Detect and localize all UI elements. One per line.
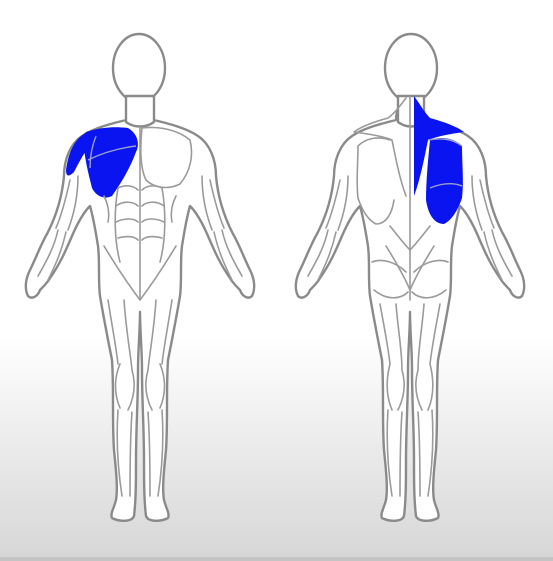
front-highlight-detail <box>87 135 137 169</box>
back-latissimus-highlight <box>426 138 463 224</box>
back-left-lat <box>356 137 395 225</box>
front-neck <box>124 94 156 128</box>
front-abs <box>114 185 166 263</box>
back-glutes <box>371 259 449 299</box>
bottom-bar <box>0 557 553 561</box>
back-left-trapezius <box>353 97 407 197</box>
front-deltoid-highlight <box>66 133 92 176</box>
back-lower-back <box>385 225 435 291</box>
front-right-pectoral <box>140 126 193 189</box>
front-arm-detail <box>37 175 243 281</box>
back-highlight-detail <box>427 138 463 189</box>
front-pectoral-highlight <box>84 127 138 198</box>
front-leg-detail <box>107 299 173 497</box>
back-body-outline <box>294 100 526 522</box>
back-body <box>294 32 526 522</box>
front-head <box>111 32 167 104</box>
back-leg-detail <box>379 303 441 497</box>
front-body-outline <box>24 100 256 522</box>
front-body <box>24 32 256 522</box>
back-head <box>383 32 439 104</box>
back-trapezius-highlight <box>414 96 464 196</box>
front-serratus <box>103 195 177 223</box>
back-arm-detail <box>307 175 513 281</box>
front-pelvis <box>103 245 177 301</box>
